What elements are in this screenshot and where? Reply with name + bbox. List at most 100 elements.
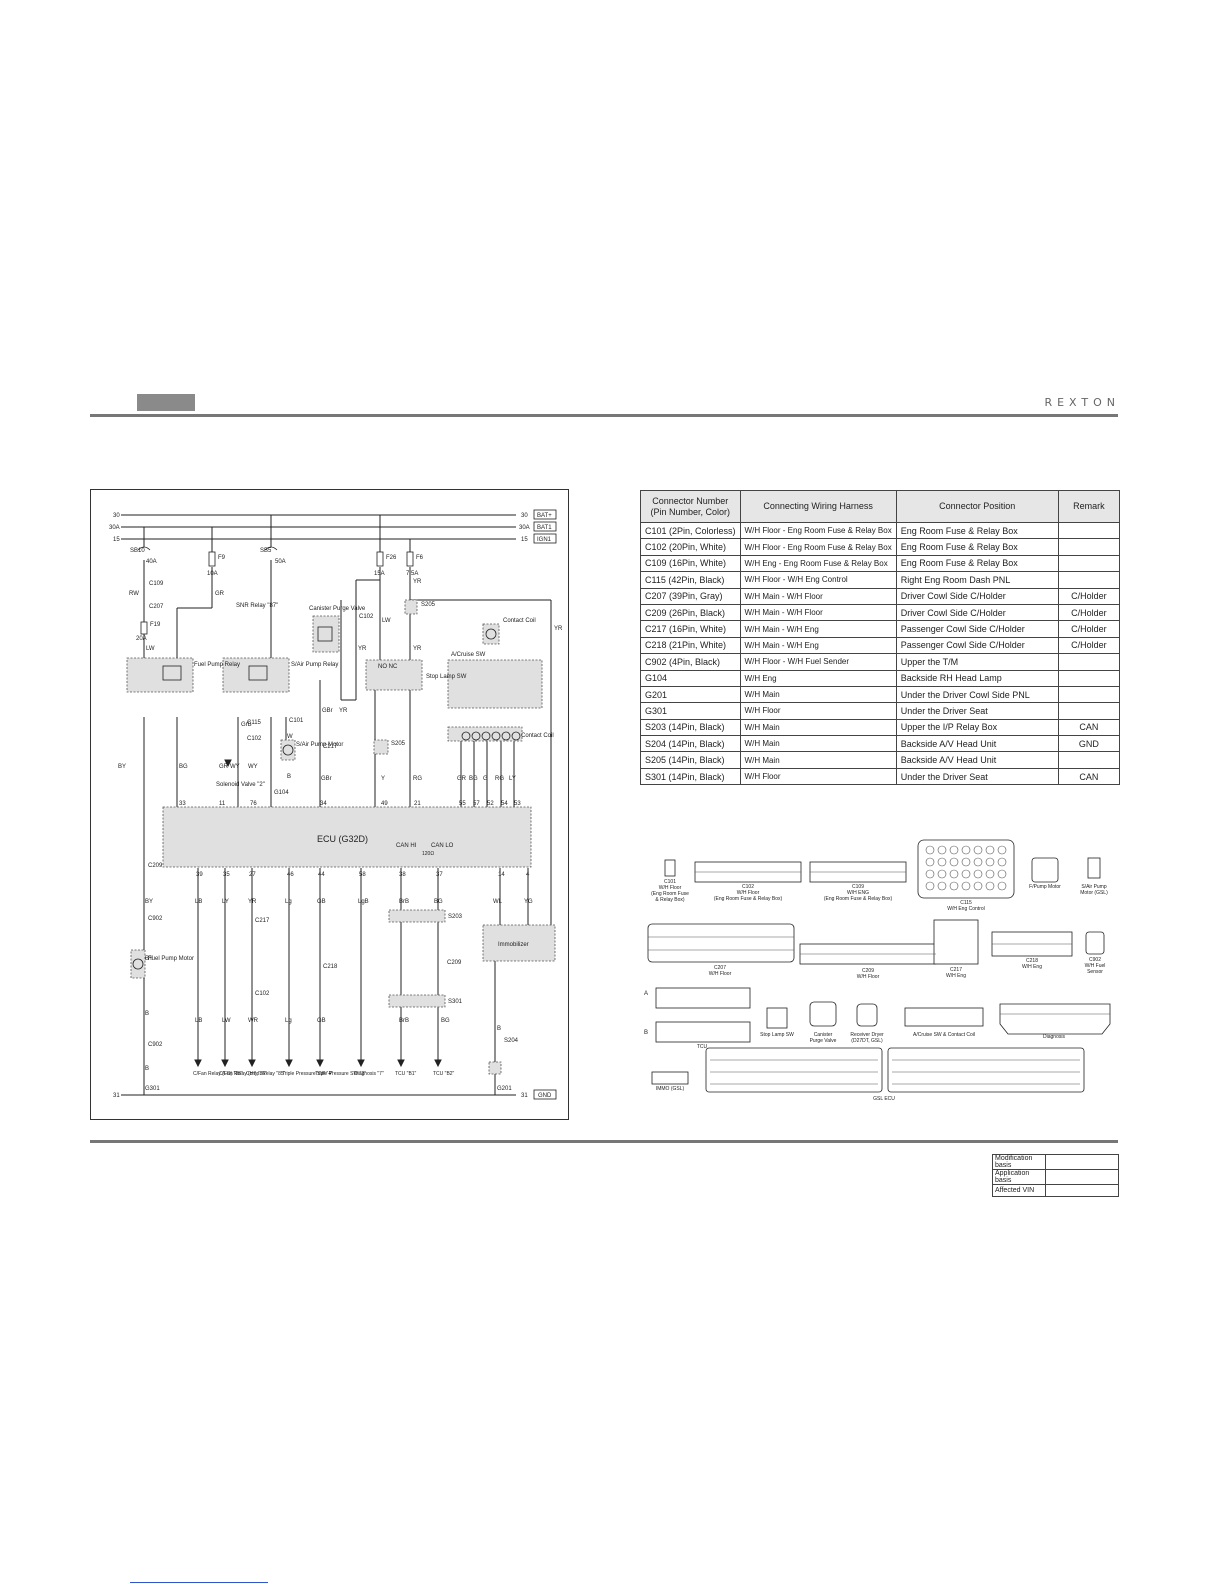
wire-w: W (287, 734, 293, 740)
wiring-diagram: 30 30 BAT+ 30A 30A BAT1 15 15 IGN1 31 31… (109, 509, 563, 1100)
cell-remark: C/Holder (1057, 587, 1121, 605)
wire-yr-2: YR (339, 708, 348, 714)
cell-connector: G104 (640, 669, 741, 687)
connector-view-label-c902: Sensor (1087, 969, 1103, 975)
cell-harness: W/H Main (739, 751, 897, 769)
ecu-bottom-pin: 39 (196, 872, 203, 878)
fuse-f26: F26 (386, 555, 397, 561)
conn-s205-a: S205 (391, 741, 406, 747)
wiring-diagram-frame: 30 30 BAT+ 30A 30A BAT1 15 15 IGN1 31 31… (90, 489, 569, 1120)
wire-y-2: Y (381, 776, 385, 782)
wire-gbr-2: GBr (322, 708, 333, 714)
wire-gbr: GBr (321, 776, 332, 782)
cell-position: Under the Driver Seat (895, 767, 1059, 786)
wire-yr-out: YR (248, 899, 257, 905)
wire-rw: RW (129, 591, 139, 597)
ecu-top-pin: 11 (219, 801, 226, 807)
conn-s203: S203 (448, 914, 463, 920)
cell-position: Passenger Cowl Side C/Holder (895, 620, 1059, 638)
fuse-sb10: SB10 (130, 548, 145, 554)
ecu-top-pin: 76 (250, 801, 257, 807)
bus-30a-tag: BAT1 (537, 525, 552, 531)
output-label: Triple Pressure SW "2" (315, 1071, 366, 1077)
can-lo-label: CAN LO (431, 843, 454, 849)
cell-position: Upper the I/P Relay Box (895, 718, 1059, 737)
wire-rg: RG (413, 776, 422, 782)
app-basis-value (1045, 1169, 1119, 1185)
cell-remark (1057, 521, 1121, 540)
connector-view-label-c101: (Eng Room Fuse (651, 891, 689, 897)
bus-15-left: 15 (113, 537, 120, 543)
cell-remark: C/Holder (1057, 603, 1121, 622)
connector-view-label-diagnosis: Diagnosis (1043, 1034, 1065, 1040)
conn-s205-b: S205 (421, 602, 436, 608)
conn-c218: C218 (323, 964, 338, 970)
cell-harness: W/H Main - W/H Eng (739, 620, 897, 638)
wire-rg-ac: RG (495, 776, 504, 782)
ecu-top-pin: 34 (320, 801, 327, 807)
modification-table: Modification basis Application basis Aff… (992, 1154, 1119, 1197)
cell-harness: W/H Eng - Eng Room Fuse & Relay Box (739, 554, 897, 573)
cell-harness: W/H Eng (739, 669, 897, 687)
cell-remark (1057, 653, 1121, 671)
conn-s301: S301 (448, 999, 463, 1005)
cell-connector: S205 (14Pin, Black) (640, 751, 741, 769)
acruise-sw-label: A/Cruise SW (451, 652, 486, 658)
cell-connector: C102 (20Pin, White) (640, 538, 741, 556)
header-rule (90, 414, 1118, 417)
ecu-top-pin: 54 (501, 801, 508, 807)
section-tab (137, 394, 195, 411)
cell-remark: CAN (1057, 718, 1121, 737)
wire-wr: WR (248, 1018, 259, 1024)
cell-position: Under the Driver Cowl Side PNL (895, 685, 1059, 704)
cell-harness: W/H Main (739, 685, 897, 704)
ecu-bottom-pin: 35 (223, 872, 230, 878)
cell-position: Driver Cowl Side C/Holder (895, 587, 1059, 605)
output-label: TCU "B1" (395, 1071, 417, 1077)
cell-remark: CAN (1057, 767, 1121, 786)
fuse-f6-amp: 7.5A (406, 571, 418, 577)
wire-lb: LB (195, 899, 202, 905)
connector-view-label-c101: W/H Floor (659, 885, 682, 891)
cell-connector: C109 (16Pin, White) (640, 554, 741, 573)
cell-position: Right Eng Room Dash PNL (895, 571, 1059, 589)
conn-c209-b: C209 (447, 960, 462, 966)
cell-remark: C/Holder (1057, 636, 1121, 655)
wire-yr-right: YR (554, 626, 563, 632)
cell-harness: W/H Main (739, 718, 897, 737)
wire-lb-2: LB (195, 1018, 202, 1024)
wire-bg-ac: BG (469, 776, 478, 782)
table-row: C102 (20Pin, White)W/H Floor - Eng Room … (640, 538, 1121, 556)
connector-view-label-gslecu: GSL ECU (873, 1096, 895, 1102)
wire-b-fpump: B (145, 1011, 149, 1017)
brand-logo: REXTON (1044, 396, 1120, 409)
fuel-pump-motor-label: Fuel Pump Motor (148, 956, 194, 962)
wire-ly-ac: LY (509, 776, 516, 782)
conn-s204: S204 (504, 1038, 519, 1044)
output-label: Diagnosis "7" (354, 1071, 384, 1077)
wire-gr-sol: GR (219, 764, 229, 770)
cell-position: Upper the T/M (895, 653, 1059, 671)
ecu-top-pin: 33 (179, 801, 186, 807)
ecu-bottom-pin: 37 (436, 872, 443, 878)
conn-c101: C101 (289, 718, 304, 724)
wire-bg: BG (179, 764, 188, 770)
wire-bg-out: BG (434, 899, 443, 905)
col-remark: Remark (1057, 490, 1121, 523)
ecu-bottom-pin: 4 (526, 872, 530, 878)
conn-c207: C207 (149, 604, 164, 610)
cell-remark (1057, 554, 1121, 573)
bus-30-tag: BAT+ (537, 513, 552, 519)
cell-position: Passenger Cowl Side C/Holder (895, 636, 1059, 655)
stop-lamp-sw-label: Stop Lamp SW (426, 674, 467, 680)
sair-pump-relay-label: S/Air Pump Relay (291, 662, 338, 668)
connector-view-label-c102: C102 (742, 884, 754, 890)
wire-b-g301: B (145, 1066, 149, 1072)
